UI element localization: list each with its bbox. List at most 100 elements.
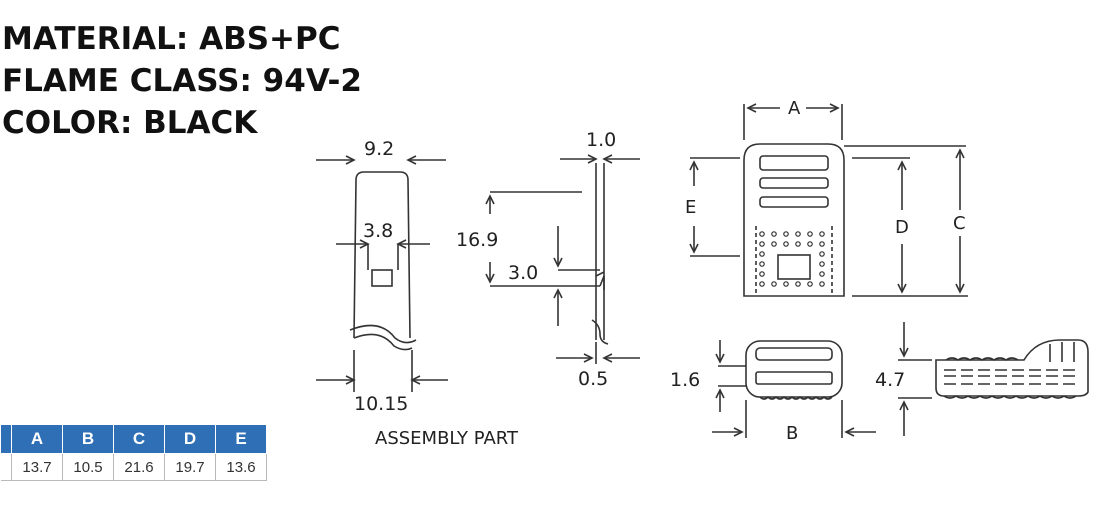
dim-slot-width: 3.8 bbox=[363, 220, 393, 242]
arrow-head bbox=[485, 194, 495, 205]
arrow-head bbox=[715, 388, 725, 399]
dim-hook-height: 3.0 bbox=[508, 262, 538, 284]
hook-edge bbox=[595, 271, 605, 277]
label-a: A bbox=[788, 98, 801, 119]
dot bbox=[819, 251, 825, 257]
dot bbox=[771, 241, 777, 247]
arrow-head bbox=[844, 427, 855, 437]
table-header-lead bbox=[0, 424, 12, 454]
material-spec: MATERIAL: ABS+PC bbox=[2, 21, 341, 57]
break-line bbox=[353, 333, 413, 351]
table-header-e: E bbox=[215, 424, 267, 454]
dot bbox=[771, 231, 777, 237]
dim-47: 4.7 bbox=[875, 369, 905, 391]
dim-16: 1.6 bbox=[670, 369, 700, 391]
dot bbox=[759, 241, 765, 247]
dot-pattern bbox=[759, 231, 825, 287]
assembly-caption: ASSEMBLY PART bbox=[375, 428, 519, 449]
dot bbox=[807, 281, 813, 287]
table-header-d: D bbox=[164, 424, 216, 454]
arrow-head bbox=[897, 160, 907, 171]
dot bbox=[819, 281, 825, 287]
dim-height: 16.9 bbox=[456, 229, 498, 251]
table-cell-c: 21.6 bbox=[113, 453, 165, 481]
teeth bbox=[945, 357, 1019, 361]
assembly-side-view: 4.7 bbox=[875, 322, 1089, 436]
label-d: D bbox=[895, 217, 909, 238]
dim-bottom-width: 10.15 bbox=[354, 393, 408, 415]
arrow-head bbox=[899, 400, 909, 411]
teeth bbox=[943, 395, 1077, 399]
table-row: 13.7 10.5 21.6 19.7 13.6 bbox=[0, 453, 267, 481]
table-cell-lead bbox=[0, 453, 12, 481]
dot bbox=[759, 261, 765, 267]
arrow-head bbox=[897, 283, 907, 294]
dot bbox=[759, 231, 765, 237]
color-spec: COLOR: BLACK bbox=[2, 105, 258, 141]
dot bbox=[807, 241, 813, 247]
dimension-table: A B C D E 13.7 10.5 21.6 19.7 13.6 bbox=[0, 424, 267, 481]
clip-outline-left bbox=[353, 179, 357, 339]
table-cell-e: 13.6 bbox=[215, 453, 267, 481]
table-cell-d: 19.7 bbox=[164, 453, 216, 481]
arrow-head bbox=[899, 347, 909, 358]
dot bbox=[783, 281, 789, 287]
teeth bbox=[759, 395, 833, 400]
dot bbox=[783, 241, 789, 247]
grip-rib bbox=[755, 347, 833, 361]
flame-class-spec: FLAME CLASS: 94V-2 bbox=[2, 63, 362, 99]
arrow-head bbox=[746, 103, 757, 113]
dot bbox=[795, 241, 801, 247]
arrow-head bbox=[955, 148, 965, 159]
dot bbox=[795, 281, 801, 287]
dim-thickness: 1.0 bbox=[586, 129, 616, 151]
arrow-head bbox=[602, 154, 613, 164]
arrow-head bbox=[689, 160, 699, 171]
dot bbox=[819, 231, 825, 237]
assembly-top-view: A E D C bbox=[685, 98, 968, 297]
table-header-row: A B C D E bbox=[0, 424, 267, 454]
arrow-head bbox=[345, 155, 356, 165]
body-outline bbox=[745, 340, 843, 398]
arrow-head bbox=[553, 257, 563, 268]
arrow-head bbox=[583, 353, 594, 363]
dot bbox=[759, 271, 765, 277]
table-cell-b: 10.5 bbox=[62, 453, 114, 481]
dot bbox=[795, 231, 801, 237]
grip-rib bbox=[759, 177, 829, 189]
arrow-head bbox=[485, 273, 495, 284]
dot bbox=[819, 271, 825, 277]
label-b: B bbox=[786, 423, 798, 444]
slot bbox=[755, 371, 833, 385]
arrow-head bbox=[715, 353, 725, 364]
table-cell-a: 13.7 bbox=[11, 453, 63, 481]
side-view: 1.0 16.9 3.0 0.5 bbox=[456, 129, 640, 390]
grip-rib bbox=[759, 196, 829, 208]
dot bbox=[783, 231, 789, 237]
table-header-b: B bbox=[62, 424, 114, 454]
assembly-front-view: 1.6 B bbox=[670, 340, 876, 444]
arrow-head bbox=[733, 427, 744, 437]
break-line bbox=[349, 324, 417, 344]
dot bbox=[771, 281, 777, 287]
arrow-head bbox=[955, 283, 965, 294]
dot bbox=[819, 261, 825, 267]
window bbox=[777, 254, 811, 280]
front-view: 9.2 3.8 10.15 bbox=[316, 138, 448, 415]
dot bbox=[759, 281, 765, 287]
arrow-head bbox=[602, 353, 613, 363]
dot bbox=[819, 241, 825, 247]
table-header-a: A bbox=[11, 424, 63, 454]
arrow-head bbox=[689, 243, 699, 254]
label-e: E bbox=[685, 197, 696, 218]
arrow-head bbox=[553, 288, 563, 299]
slot-window bbox=[371, 269, 393, 287]
dim-top-width: 9.2 bbox=[364, 138, 394, 160]
hook-shape bbox=[599, 275, 605, 290]
label-c: C bbox=[953, 213, 966, 234]
arrow-head bbox=[406, 155, 417, 165]
break-line bbox=[591, 319, 609, 345]
grip-rib bbox=[759, 155, 829, 171]
body-outline bbox=[935, 339, 1089, 397]
